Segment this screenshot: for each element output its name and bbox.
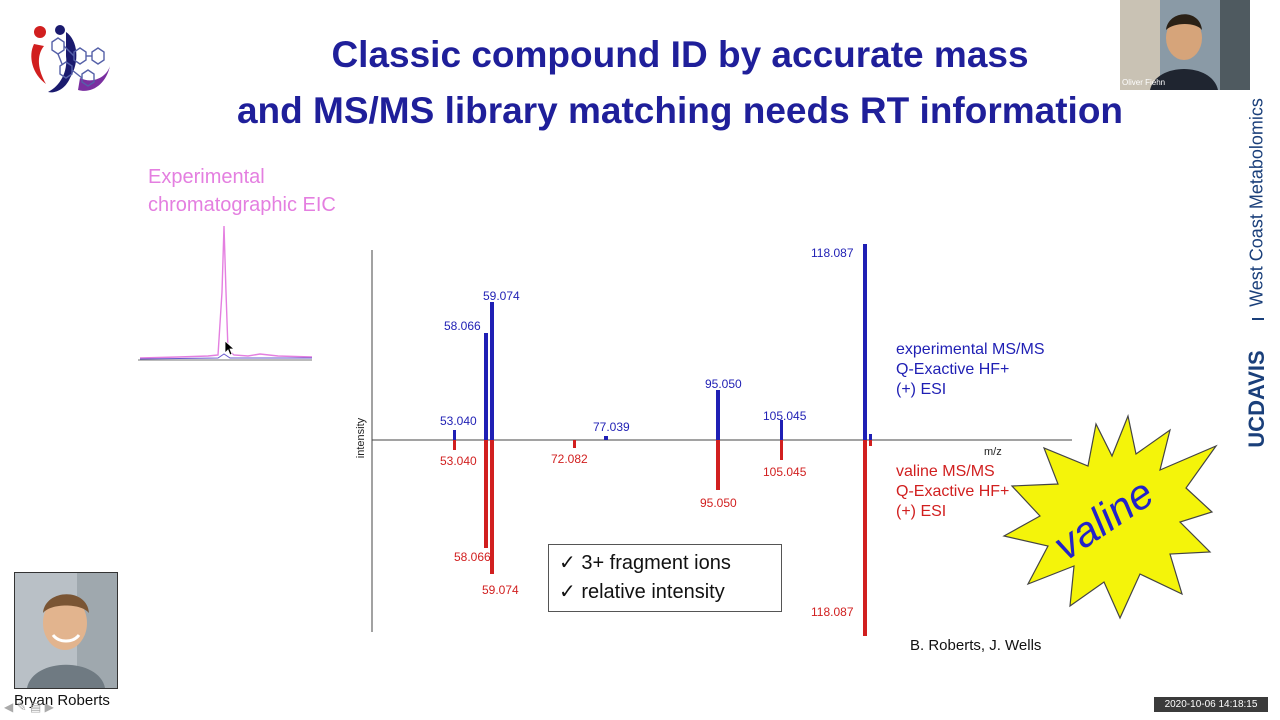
- exp-label-59: 59.074: [483, 289, 520, 303]
- presenter-photo: [14, 572, 118, 689]
- menu-icon[interactable]: ▤: [29, 700, 42, 714]
- exp-label-105: 105.045: [763, 409, 807, 423]
- wcmc-logo: [31, 25, 110, 93]
- host-name-label: Oliver Fiehn: [1122, 78, 1166, 87]
- slide-title-line2: and MS/MS library matching needs RT info…: [236, 90, 1124, 131]
- exp-peak-59: [490, 302, 494, 440]
- lib-label-53: 53.040: [440, 454, 477, 468]
- exp-peak-118: [863, 244, 867, 440]
- exp-peak-105: [780, 420, 783, 440]
- recording-timestamp: 2020-10-06 14:18:15: [1154, 697, 1268, 712]
- library-peaks: [453, 440, 872, 636]
- exp-peak-77: [604, 436, 608, 440]
- experimental-peaks: [453, 244, 872, 440]
- slide-title-line1: Classic compound ID by accurate mass: [331, 34, 1029, 75]
- host-video: [1120, 0, 1250, 90]
- exp-peak-53: [453, 430, 456, 440]
- legend-experimental: experimental MS/MS Q-Exactive HF+ (+) ES…: [896, 341, 1045, 398]
- pen-icon[interactable]: ✎: [16, 700, 27, 714]
- valine-starburst: valine: [1002, 414, 1218, 620]
- lib-label-58: 58.066: [454, 550, 491, 564]
- uc-davis-wordmark: UCDAVIS: [1244, 350, 1269, 448]
- eic-label: Experimental chromatographic EIC: [148, 166, 336, 216]
- spectrum-axes: [371, 250, 1072, 632]
- lib-peak-118: [863, 440, 867, 636]
- lib-label-118: 118.087: [811, 605, 854, 619]
- exp-peak-95: [716, 390, 720, 440]
- cursor-icon: [224, 340, 236, 356]
- lib-peak-59: [490, 440, 494, 574]
- host-webcam-tile[interactable]: [1120, 0, 1250, 90]
- lib-peak-53: [453, 440, 456, 450]
- west-coast-metabolomics: West Coast Metabolomics: [1246, 98, 1267, 307]
- criteria-box: ✓ 3+ fragment ions ✓ relative intensity: [548, 544, 782, 612]
- exp-label-58: 58.066: [444, 319, 481, 333]
- exp-label-77: 77.039: [593, 420, 630, 434]
- lib-label-59: 59.074: [482, 583, 519, 597]
- slide-nav-controls[interactable]: ◀ ✎ ▤ ▶: [4, 700, 54, 714]
- lib-peak-105: [780, 440, 783, 460]
- criteria-item: ✓ relative intensity: [559, 581, 725, 603]
- intensity-axis-label: intensity: [355, 417, 367, 459]
- credit-text: B. Roberts, J. Wells: [910, 637, 1042, 654]
- lib-label-105: 105.045: [763, 465, 807, 479]
- eic-chromatogram: [138, 225, 313, 361]
- lib-label-72: 72.082: [551, 452, 588, 466]
- next-slide-icon[interactable]: ▶: [44, 700, 54, 714]
- lib-peak-58: [484, 440, 488, 548]
- lib-peak-72: [573, 440, 576, 448]
- exp-label-118: 118.087: [811, 246, 854, 260]
- exp-peak-119: [869, 434, 872, 440]
- exp-label-95: 95.050: [705, 377, 742, 391]
- uc-davis-branding: UCDAVIS West Coast Metabolomics: [1243, 92, 1271, 448]
- prev-slide-icon[interactable]: ◀: [4, 700, 14, 714]
- lib-peak-119: [869, 440, 872, 446]
- lib-peak-95: [716, 440, 720, 490]
- mz-axis-label: m/z: [984, 446, 1002, 458]
- legend-library: valine MS/MS Q-Exactive HF+ (+) ESI: [896, 463, 1010, 520]
- lib-label-95: 95.050: [700, 496, 737, 510]
- criteria-item: ✓ 3+ fragment ions: [559, 552, 731, 574]
- exp-peak-58: [484, 333, 488, 440]
- exp-label-53: 53.040: [440, 414, 477, 428]
- presenter-name-label: Bryan Roberts: [14, 692, 110, 709]
